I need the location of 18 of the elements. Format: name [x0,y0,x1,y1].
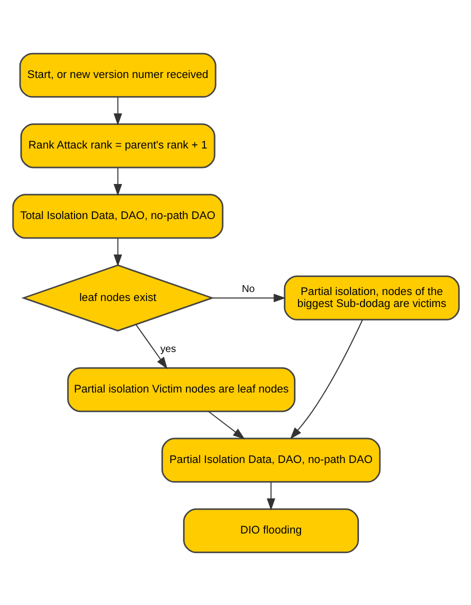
arrow [266,482,275,510]
node-box: Partial isolation, nodes of the biggest Sub-dodag are victims [283,275,460,320]
arrow [135,324,167,369]
edge-label: No [241,283,254,294]
arrow [208,410,244,439]
arrow [113,167,122,196]
node-box: Total Isolation Data, DAO, no-path DAO [12,193,223,238]
edge-label: yes [160,343,176,354]
node-box: DIO flooding [182,508,358,553]
node-box: Partial isolation Victim nodes are leaf nodes [66,366,295,412]
node-box: Partial Isolation Data, DAO, no-path DAO [160,437,380,482]
arrow [113,96,122,125]
node-box: Rank Attack rank = parent's rank + 1 [20,122,215,168]
node-box: Start, or new version numer received [18,52,216,98]
arrow [290,318,363,439]
node-diamond: leaf nodes exist [20,264,214,332]
arrow [212,293,286,302]
arrow [113,238,122,266]
